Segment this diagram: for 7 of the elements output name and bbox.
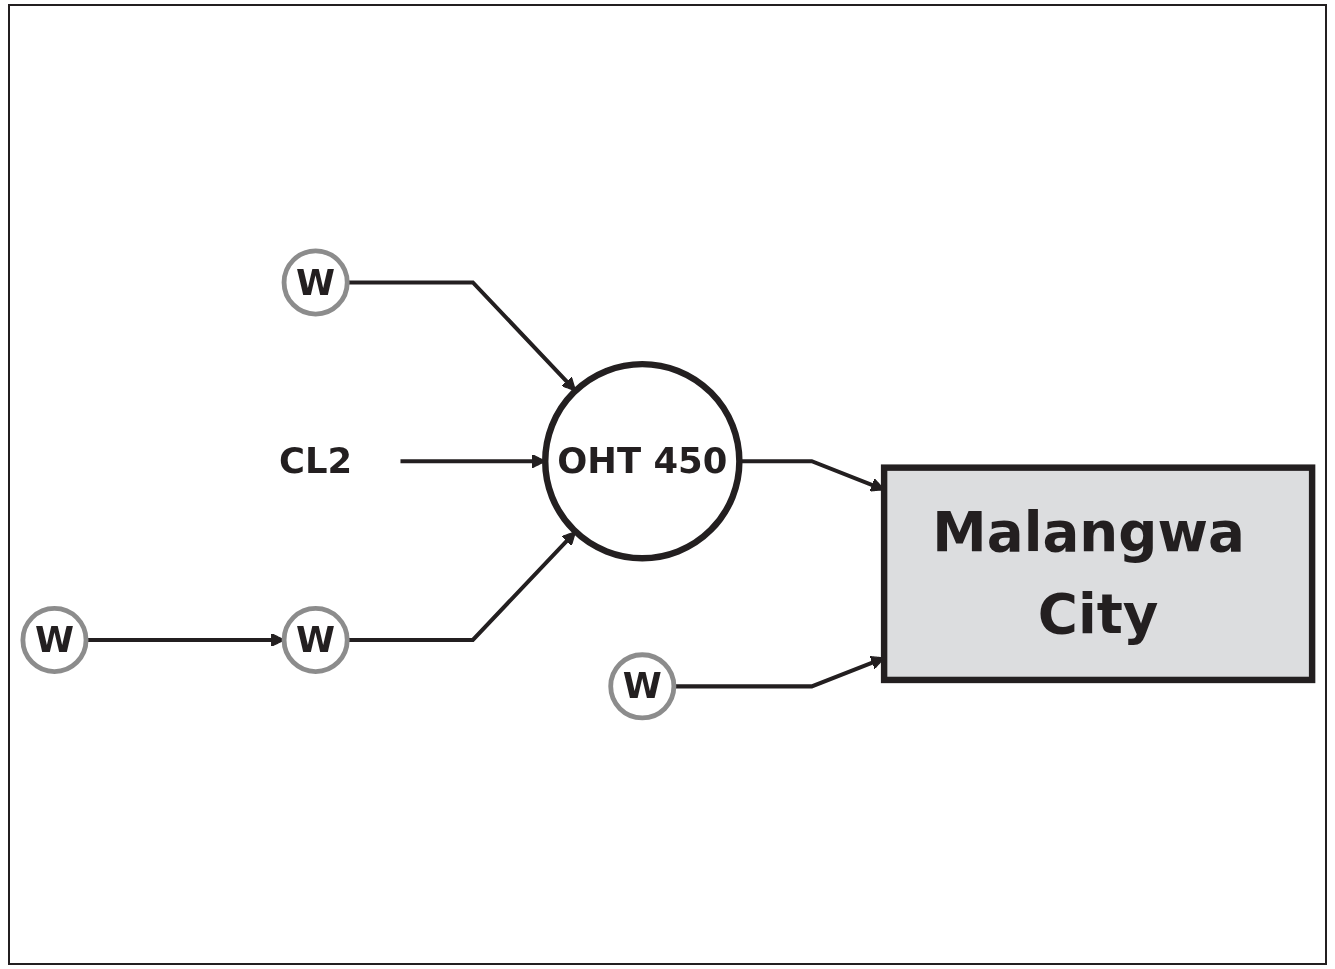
- node-circle: W: [608, 652, 677, 721]
- node-circle: W: [281, 248, 350, 317]
- node-circle: W: [281, 606, 350, 675]
- node-text: CL2: [279, 441, 353, 482]
- node-box: Malangwa City: [880, 464, 1316, 684]
- node-circle: OHT 450: [542, 361, 743, 562]
- node-circle: W: [20, 606, 89, 675]
